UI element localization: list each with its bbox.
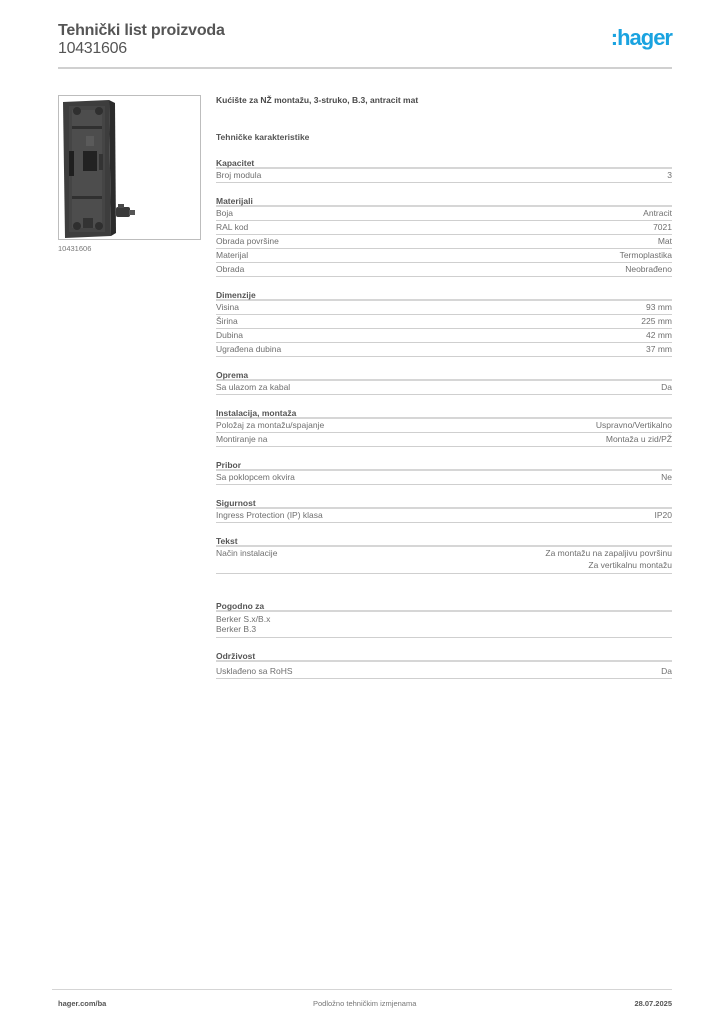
- spec-row: Montiranje na Montaža u zid/PŽ: [216, 433, 672, 447]
- spec-row: Materijal Termoplastika: [216, 249, 672, 263]
- spec-row: Ugrađena dubina 37 mm: [216, 343, 672, 357]
- spec-value: 3: [667, 170, 672, 180]
- group-title: Tekst: [216, 535, 672, 547]
- product-photo: [63, 100, 135, 238]
- header-divider: [58, 67, 672, 69]
- spec-value: Neobrađeno: [625, 264, 672, 274]
- spec-value: Termoplastika: [619, 250, 672, 260]
- group-title: Oprema: [216, 369, 672, 381]
- footer-date: 28.07.2025: [634, 999, 672, 1008]
- spec-value: Antracit: [643, 208, 672, 218]
- product-name: Kućište za NŽ montažu, 3-struko, B.3, an…: [216, 95, 419, 105]
- spec-row: Sa poklopcem okvira Ne: [216, 471, 672, 485]
- spec-row: Način instalacije Za montažu na zapaljiv…: [216, 547, 672, 574]
- spec-row: Broj modula 3: [216, 169, 672, 183]
- spec-label: Montiranje na: [216, 434, 268, 444]
- spec-value: Uspravno/Vertikalno: [595, 420, 672, 430]
- product-code: 10431606: [58, 40, 127, 57]
- spec-value: Montaža u zid/PŽ: [605, 434, 672, 444]
- spec-row: Boja Antracit: [216, 207, 672, 221]
- spec-value: 7021: [653, 222, 672, 232]
- spec-label: Ingress Protection (IP) klasa: [216, 510, 323, 520]
- spec-label: Obrada: [216, 264, 245, 274]
- suitable-for-item: Berker B.3: [216, 624, 257, 634]
- group-title: Pogodno za: [216, 600, 672, 612]
- spec-row: Položaj za montažu/spajanje Uspravno/Ver…: [216, 419, 672, 433]
- document-title: Tehnički list proizvoda: [58, 22, 225, 39]
- spec-value: Ne: [661, 472, 672, 482]
- spec-group-oprema: Oprema Sa ulazom za kabal Da: [216, 369, 672, 395]
- spec-value: Za montažu na zapaljivu površinu Za vert…: [545, 547, 672, 570]
- spec-label: RAL kod: [216, 222, 249, 232]
- group-title: Pribor: [216, 459, 672, 471]
- spec-label: Ugrađena dubina: [216, 344, 282, 354]
- spec-value: 225 mm: [641, 316, 672, 326]
- footer-website-link[interactable]: hager.com/ba: [58, 999, 107, 1008]
- spec-group-dimenzije: Dimenzije Visina 93 mm Širina 225 mm Dub…: [216, 289, 672, 357]
- footer-notice: Podložno tehničkim izmjenama: [313, 999, 417, 1008]
- spec-group-pogodno-za: Pogodno za Berker S.x/B.x Berker B.3: [216, 600, 672, 638]
- spec-row: Ingress Protection (IP) klasa IP20: [216, 509, 672, 523]
- group-title: Dimenzije: [216, 289, 672, 301]
- spec-group-pribor: Pribor Sa poklopcem okvira Ne: [216, 459, 672, 485]
- spec-value: 42 mm: [646, 330, 672, 340]
- spec-label: Način instalacije: [216, 548, 278, 558]
- spec-label: Sa poklopcem okvira: [216, 472, 295, 482]
- spec-label: Visina: [216, 302, 239, 312]
- group-title: Materijali: [216, 195, 672, 207]
- product-image-frame: [58, 95, 201, 240]
- spec-row: RAL kod 7021: [216, 221, 672, 235]
- document-header: Tehnički list proizvoda 10431606 :hager: [58, 20, 673, 68]
- spec-label: Širina: [216, 316, 238, 326]
- section-spacer: [216, 574, 672, 600]
- suitable-for-item: Berker S.x/B.x: [216, 614, 271, 624]
- spec-row: Obrada Neobrađeno: [216, 263, 672, 277]
- spec-row: Usklađeno sa RoHS Da: [216, 665, 672, 679]
- spec-label: Dubina: [216, 330, 243, 340]
- spec-value: 37 mm: [646, 344, 672, 354]
- spec-value: Da: [661, 666, 672, 676]
- spec-label: Obrada površine: [216, 236, 279, 246]
- spec-group-sigurnost: Sigurnost Ingress Protection (IP) klasa …: [216, 497, 672, 523]
- spec-group-tekst: Tekst Način instalacije Za montažu na za…: [216, 535, 672, 574]
- spec-label: Sa ulazom za kabal: [216, 382, 291, 392]
- technical-characteristics-heading: Tehničke karakteristike: [216, 132, 310, 142]
- spec-row: Sa ulazom za kabal Da: [216, 381, 672, 395]
- group-title: Kapacitet: [216, 157, 672, 169]
- spec-group-kapacitet: Kapacitet Broj modula 3: [216, 157, 672, 183]
- spec-value-line: Za montažu na zapaljivu površinu: [545, 548, 672, 558]
- group-title: Sigurnost: [216, 497, 672, 509]
- spec-row: Visina 93 mm: [216, 301, 672, 315]
- spec-label: Usklađeno sa RoHS: [216, 666, 293, 676]
- spec-value: Mat: [657, 236, 672, 246]
- spec-group-materijali: Materijali Boja Antracit RAL kod 7021 Ob…: [216, 195, 672, 277]
- spec-value-line: Za vertikalnu montažu: [588, 560, 672, 570]
- spec-row: Obrada površine Mat: [216, 235, 672, 249]
- spec-group-odrzivost: Održivost Usklađeno sa RoHS Da: [216, 650, 672, 679]
- group-title: Instalacija, montaža: [216, 407, 672, 419]
- spec-row: Dubina 42 mm: [216, 329, 672, 343]
- suitable-for-list: Berker S.x/B.x Berker B.3: [216, 612, 672, 638]
- spec-value: Da: [661, 382, 672, 392]
- spec-label: Broj modula: [216, 170, 262, 180]
- spec-label: Boja: [216, 208, 234, 218]
- specifications-content: Kućište za NŽ montažu, 3-struko, B.3, an…: [216, 95, 672, 679]
- spec-group-instalacija: Instalacija, montaža Položaj za montažu/…: [216, 407, 672, 447]
- spec-row: Širina 225 mm: [216, 315, 672, 329]
- hager-logo: :hager: [610, 25, 673, 50]
- group-title: Održivost: [216, 650, 672, 662]
- spec-label: Materijal: [216, 250, 249, 260]
- spec-label: Položaj za montažu/spajanje: [216, 420, 325, 430]
- spec-value: 93 mm: [646, 302, 672, 312]
- product-image-caption: 10431606: [58, 244, 92, 253]
- spec-value: IP20: [654, 510, 673, 520]
- footer-divider: [52, 989, 672, 990]
